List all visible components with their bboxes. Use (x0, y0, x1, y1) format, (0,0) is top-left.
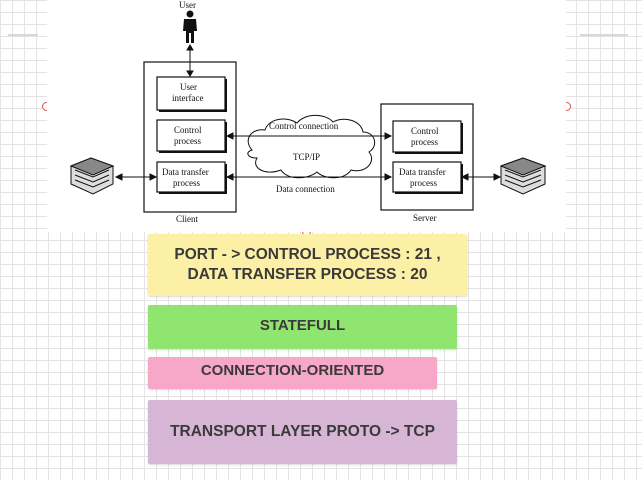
server-data-transfer-box (392, 161, 462, 193)
client-transfer-text-1: Data transfer (162, 167, 209, 177)
tcpip-label: TCP/IP (293, 152, 320, 162)
client-disk-icon (69, 157, 115, 195)
user-interface-box (156, 76, 226, 111)
note-statefull-text: STATEFULL (259, 317, 346, 334)
canvas-guide-line (580, 34, 628, 36)
note-ports-line-1: PORT - > CONTROL PROCESS : 21 , (174, 246, 441, 263)
control-connection-label: Control connection (269, 121, 339, 131)
user-label: User (179, 0, 196, 10)
server-box (380, 103, 474, 211)
tcpip-cloud-shape (247, 114, 376, 179)
user-interface-text-1: User (180, 82, 197, 92)
server-control-process-box (392, 120, 462, 153)
canvas-guide-line (8, 34, 38, 36)
note-transport-layer-text: TRANSPORT LAYER PROTO -> TCP (170, 423, 435, 440)
client-control-text-2: process (174, 136, 201, 146)
note-ports[interactable]: PORT - > CONTROL PROCESS : 21 , DATA TRA… (148, 234, 467, 296)
user-interface-arrow (186, 44, 194, 77)
data-connection-label: Data connection (276, 184, 335, 194)
server-control-text-1: Control (411, 126, 439, 136)
user-interface-text-2: interface (172, 93, 203, 103)
server-transfer-text-2: process (410, 178, 437, 188)
server-transfer-text-1: Data transfer (399, 167, 446, 177)
note-connection-oriented-text: CONNECTION-ORIENTED (200, 362, 385, 379)
client-box (143, 61, 237, 213)
data-connection-arrow (225, 173, 393, 181)
client-control-text-1: Control (174, 125, 202, 135)
control-connection-arrow (225, 132, 393, 140)
note-ports-line-2: DATA TRANSFER PROCESS : 20 (187, 266, 428, 283)
client-transfer-text-2: process (173, 178, 200, 188)
client-data-transfer-box (156, 161, 226, 193)
server-label: Server (413, 213, 437, 223)
note-transport-layer[interactable]: TRANSPORT LAYER PROTO -> TCP (148, 400, 457, 464)
user-person-icon (183, 10, 197, 43)
note-statefull[interactable]: STATEFULL (148, 305, 457, 349)
server-control-text-2: process (411, 137, 438, 147)
server-disk-arrow (460, 173, 502, 181)
client-control-process-box (156, 119, 226, 152)
client-label: Client (176, 214, 198, 224)
note-connection-oriented[interactable]: CONNECTION-ORIENTED (148, 357, 437, 389)
server-disk-icon (499, 157, 547, 195)
ftp-diagram-image[interactable]: User Client User interface Control proce… (47, 0, 566, 232)
client-disk-arrow (114, 173, 158, 181)
